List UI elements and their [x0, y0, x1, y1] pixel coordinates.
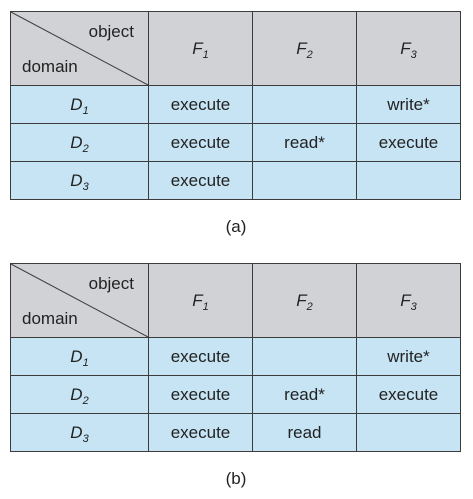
matrix-cell	[252, 337, 357, 376]
column-header-f1: F1	[148, 11, 253, 86]
matrix-cell	[356, 161, 461, 200]
corner-cell: object domain	[10, 263, 149, 338]
table-row: D1 execute write*	[10, 337, 461, 376]
matrix-cell: execute	[148, 85, 253, 124]
matrix-cell: write*	[356, 337, 461, 376]
row-header-d3: D3	[10, 161, 149, 200]
domain-label: domain	[22, 57, 78, 76]
matrix-cell: execute	[148, 123, 253, 162]
matrix-cell: execute	[356, 123, 461, 162]
caption-a: (a)	[225, 217, 247, 236]
matrix-cell: execute	[148, 375, 253, 414]
access-matrix-a: object domain F1 F2 F3 D1 execute write*…	[10, 11, 461, 200]
caption-b: (b)	[225, 469, 247, 488]
object-label: object	[88, 22, 134, 41]
row-header-d2: D2	[10, 123, 149, 162]
matrix-cell: execute	[148, 337, 253, 376]
domain-label: domain	[22, 309, 78, 328]
row-header-d3: D3	[10, 413, 149, 452]
table-row: D3 execute	[10, 161, 461, 200]
column-header-f3: F3	[356, 263, 461, 338]
table-row: D2 execute read* execute	[10, 375, 461, 414]
row-header-d1: D1	[10, 85, 149, 124]
matrix-cell: read	[252, 413, 357, 452]
corner-cell: object domain	[10, 11, 149, 86]
table-row: D2 execute read* execute	[10, 123, 461, 162]
column-header-f2: F2	[252, 11, 357, 86]
matrix-cell	[356, 413, 461, 452]
object-label: object	[88, 274, 134, 293]
row-header-d1: D1	[10, 337, 149, 376]
table-row: D1 execute write*	[10, 85, 461, 124]
row-header-d2: D2	[10, 375, 149, 414]
table-row: D3 execute read	[10, 413, 461, 452]
column-header-f2: F2	[252, 263, 357, 338]
column-header-f3: F3	[356, 11, 461, 86]
header-row: object domain F1 F2 F3	[10, 11, 461, 86]
diagonal-divider	[11, 264, 148, 337]
matrix-cell	[252, 161, 357, 200]
header-row: object domain F1 F2 F3	[10, 263, 461, 338]
column-header-f1: F1	[148, 263, 253, 338]
matrix-cell	[252, 85, 357, 124]
matrix-cell: write*	[356, 85, 461, 124]
matrix-cell: execute	[148, 161, 253, 200]
matrix-cell: read*	[252, 123, 357, 162]
matrix-cell: execute	[356, 375, 461, 414]
matrix-cell: read*	[252, 375, 357, 414]
diagonal-divider	[11, 12, 148, 85]
matrix-cell: execute	[148, 413, 253, 452]
access-matrix-b: object domain F1 F2 F3 D1 execute write*…	[10, 263, 461, 452]
